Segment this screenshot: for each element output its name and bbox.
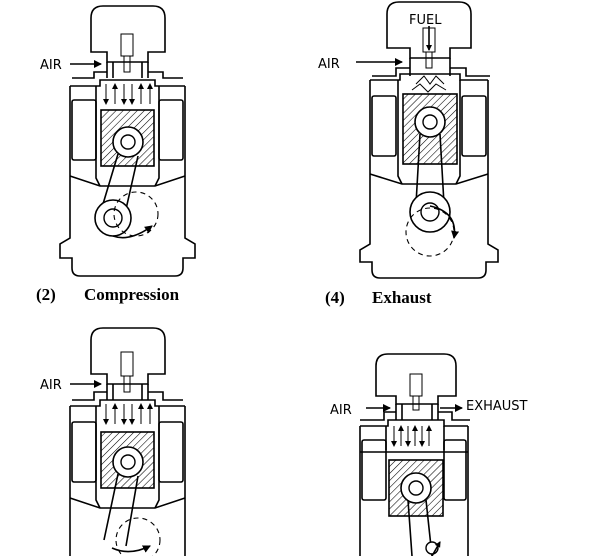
caption-number-exhaust: (4) <box>325 288 345 307</box>
engine-compression: AIR <box>40 5 196 277</box>
caption-number-compression: (2) <box>36 285 56 304</box>
caption-title-compression: Compression <box>84 285 180 304</box>
engine-bottom-right: AIR EXHAUST <box>330 353 528 556</box>
air-label-3: AIR <box>40 378 62 393</box>
fuel-label: FUEL <box>409 13 442 28</box>
exhaust-label: EXHAUST <box>466 399 528 414</box>
caption-title-exhaust: Exhaust <box>372 288 432 307</box>
engine-bottom-left: AIR <box>40 327 186 556</box>
air-label-2: AIR <box>318 57 340 72</box>
air-label: AIR <box>40 58 62 73</box>
air-label-4: AIR <box>330 403 352 418</box>
engine-fuel-injection: FUEL AIR <box>318 1 499 279</box>
